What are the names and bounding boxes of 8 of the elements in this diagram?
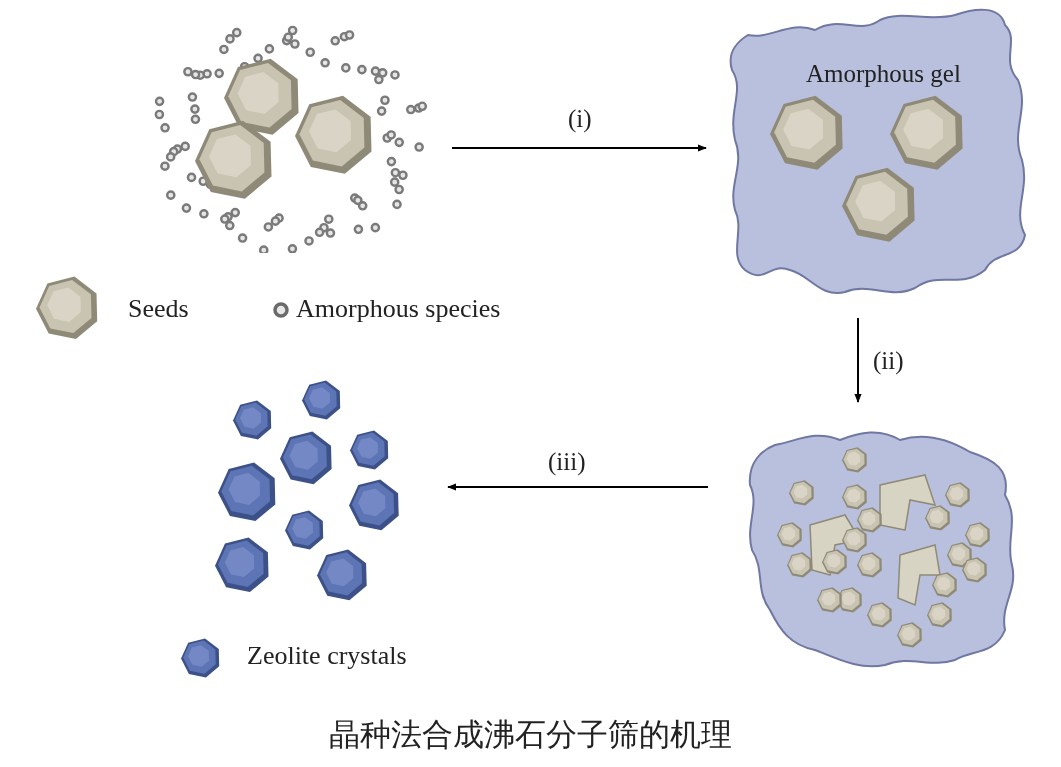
arrow [451, 144, 707, 152]
caption: 晶种法合成沸石分子筛的机理 [328, 718, 733, 753]
legend-label: Amorphous species [296, 295, 501, 324]
arrow [854, 317, 862, 403]
legend-label: Zeolite crystals [247, 642, 407, 671]
arrow [447, 483, 709, 491]
legend-label: Seeds [128, 295, 189, 324]
node-label: Amorphous gel [806, 60, 961, 88]
